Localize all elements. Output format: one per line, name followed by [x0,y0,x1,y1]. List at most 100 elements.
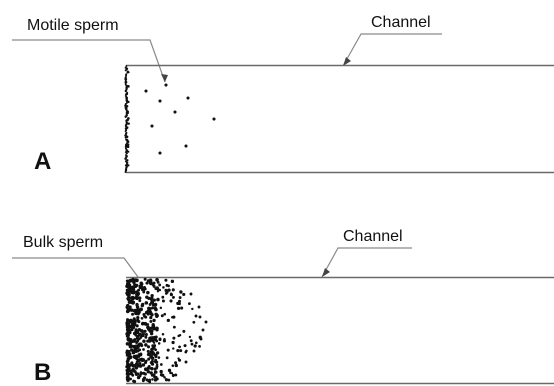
bulk-sperm-dot [144,278,147,281]
bulk-sperm-dot [137,289,140,292]
bulk-sperm-dot [136,335,139,338]
bulk-sperm-dot [148,379,151,382]
edge-sperm-dot [127,85,130,88]
bulk-sperm-dot [126,373,129,376]
bulk-sperm-dot [150,367,153,370]
bulk-sperm-dot [130,361,133,364]
bulk-sperm-dot [189,336,191,338]
bulk-sperm-dot [155,340,158,343]
bulk-sperm-dot [132,380,135,383]
bulk-sperm-dot [172,337,175,340]
bulk-sperm-dot [174,373,177,376]
motile-sperm-dot [164,83,167,86]
motile-sperm-dot [212,117,215,120]
bulk-sperm-dot [149,307,152,310]
bulk-sperm-dot [172,374,175,377]
bulk-sperm-dot [130,340,134,344]
bulk-sperm-dot [151,338,154,341]
bulk-sperm-dot [164,279,167,282]
motile-sperm-dot [173,110,176,113]
bulk-sperm-dot [153,342,155,344]
bulk-sperm-dot [147,370,150,373]
bulk-sperm-dot [127,363,130,366]
bulk-sperm-dot [139,353,142,356]
bulk-sperm-dot [168,369,171,372]
bulk-sperm-dot [170,292,172,294]
bulk-sperm-dot [131,313,134,316]
bulk-sperm-dot [126,376,129,379]
bulk-sperm-dot [169,299,172,302]
panel-letter-b: B [34,359,51,386]
bulk-sperm-dot [128,309,131,312]
channel-arrowhead-a [343,57,351,66]
bulk-sperm-dot [156,298,160,302]
motile-sperm-dot [158,151,161,154]
edge-sperm-dot [128,122,130,124]
edge-sperm-dot [125,137,127,139]
bulk-sperm-dot [135,357,138,360]
bulk-sperm-dot [127,367,131,371]
bulk-sperm-dot [139,281,143,285]
motile-sperm-dot [158,99,161,102]
bulk-sperm-dot [178,302,181,305]
bulk-sperm-dot [158,356,161,359]
edge-sperm-dot [127,112,129,114]
bulk-sperm-dot [145,301,149,305]
bulk-sperm-dot [130,372,133,375]
bulk-sperm-dot [180,307,183,310]
bulk-sperm-dot [140,371,143,374]
bulk-sperm-dot [142,348,145,351]
bulk-sperm-dot [182,330,185,333]
bulk-sperm-dot [127,295,130,298]
bulk-sperm-dot [156,361,159,364]
bulk-sperm-dot [172,288,175,291]
bulk-sperm-dot [190,293,193,296]
bulk-sperm-dot [152,319,155,322]
bulk-sperm-dot [195,342,198,345]
bulk-sperm-dot [135,344,138,347]
bulk-sperm-leader-line [12,258,138,277]
bulk-sperm-dot [191,343,194,346]
bulk-sperm-dot [140,329,144,333]
bulk-sperm-dot [144,336,147,339]
bulk-sperm-dot [127,322,130,325]
bulk-sperm-dot [175,364,178,367]
bulk-sperm-dot [154,308,158,312]
bulk-sperm-dot [161,314,164,317]
edge-sperm-dot [127,71,129,73]
channel-label-b: Channel [343,228,403,245]
bulk-sperm-dot [134,285,137,288]
bulk-sperm-dots [125,278,207,384]
bulk-sperm-dot [157,281,160,284]
bulk-sperm-dot [205,321,208,324]
bulk-sperm-dot [134,350,137,353]
bulk-sperm-dot [143,322,147,326]
bulk-sperm-dot [146,291,150,295]
bulk-sperm-dot [149,320,152,323]
bulk-sperm-dot [144,343,148,347]
bulk-sperm-dot [162,286,165,289]
edge-sperm-dot [125,90,127,92]
bulk-sperm-dot [127,360,130,363]
bulk-sperm-dot [154,354,157,357]
bulk-sperm-dot [185,350,188,353]
bulk-sperm-dot [135,331,138,334]
bulk-sperm-dot [149,278,152,281]
channel-leader-line-a [343,34,442,66]
bulk-sperm-dot [145,333,148,336]
bulk-sperm-dot [147,345,150,348]
bulk-sperm-dot [156,327,159,330]
bulk-sperm-dot [157,290,159,292]
bulk-sperm-dot [131,368,135,372]
bulk-sperm-dot [202,329,205,332]
bulk-sperm-dot [156,287,159,290]
bulk-sperm-dot [171,341,174,344]
bulk-sperm-dot [144,373,147,376]
bulk-sperm-dot [137,376,141,380]
bulk-sperm-dot [171,364,174,367]
bulk-sperm-dot [127,350,130,353]
bulk-sperm-dot [178,345,181,348]
bulk-sperm-dot [185,361,188,364]
bulk-sperm-dot [146,326,150,330]
